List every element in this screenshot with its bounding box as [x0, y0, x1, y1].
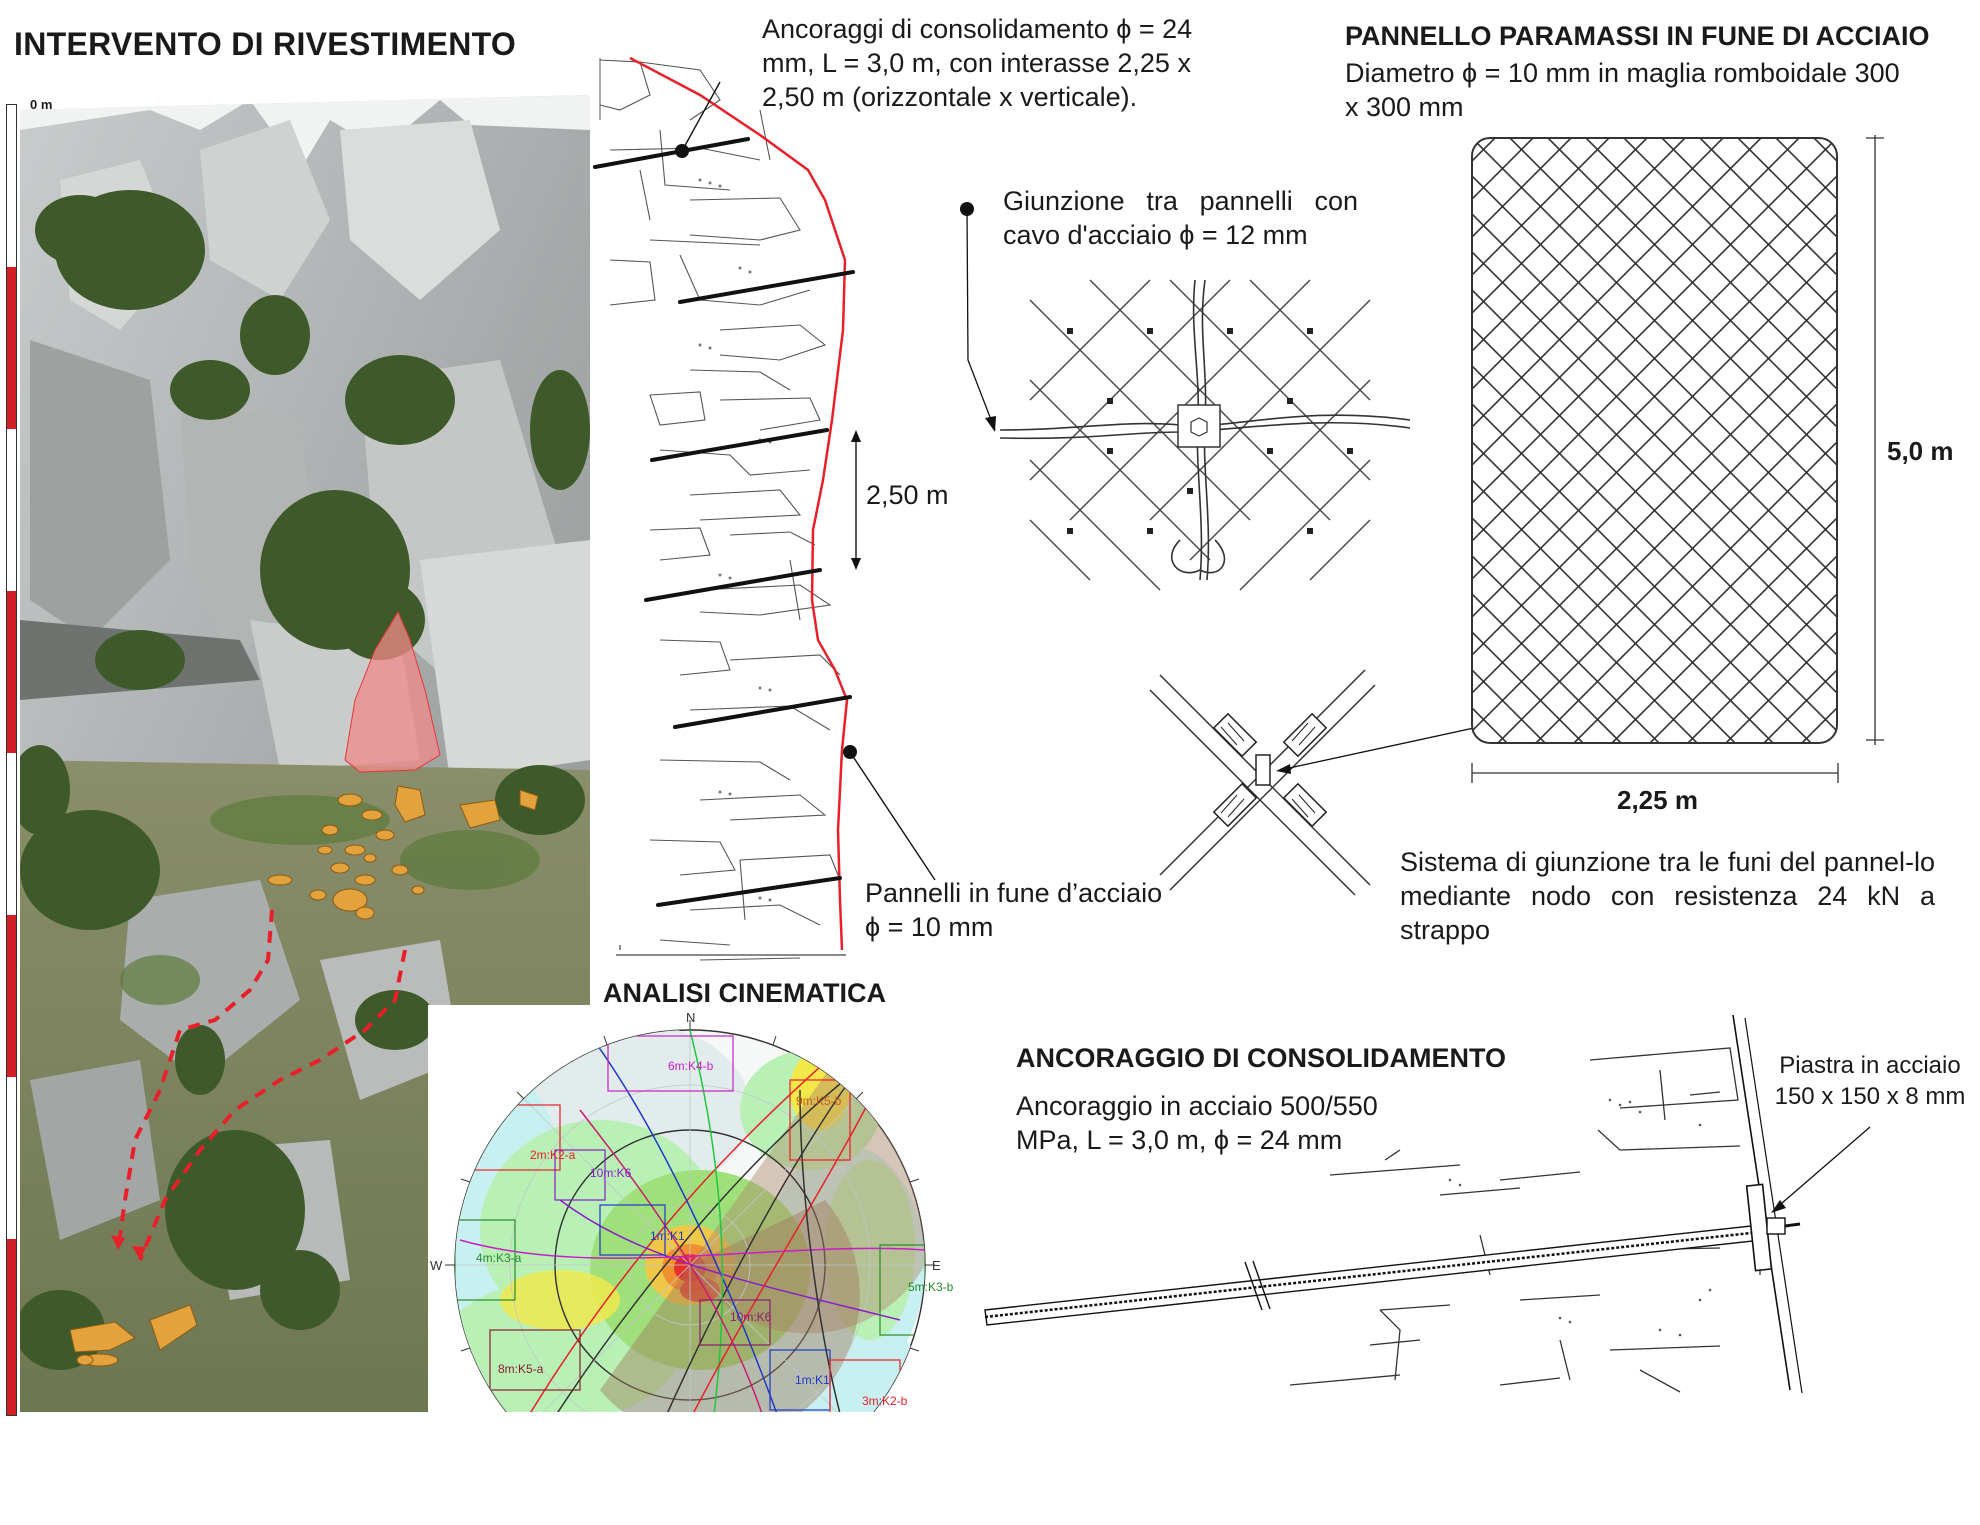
section-title-pannello: PANNELLO PARAMASSI IN FUNE DI ACCIAIO [1345, 21, 1930, 51]
compass-e: E [932, 1258, 941, 1273]
knot-description: Sistema di giunzione tra le funi del pan… [1400, 847, 1935, 945]
compass-n: N [686, 1010, 695, 1025]
panel-height-label: 5,0 m [1887, 436, 1954, 466]
panel-profile-line [629, 56, 849, 951]
fall-path-2 [138, 949, 407, 1261]
set-label: 3m:K2-b [862, 1394, 908, 1408]
set-label: 5m:K3-b [908, 1280, 954, 1294]
unstable-rock-highlight [344, 610, 441, 773]
anchors-callout-text: Ancoraggi di consolidamento ϕ = 24 mm, L… [762, 14, 1193, 112]
compass-w: W [430, 1258, 443, 1273]
set-label: 10m:K6 [590, 1166, 632, 1180]
scale-label-0m: 0 m [30, 97, 53, 112]
panel-width-label: 2,25 m [1617, 785, 1698, 815]
set-label: 6m:K4-b [668, 1059, 714, 1073]
plate-callout-text: Piastra in acciaio 150 x 150 x 8 mm [1774, 1052, 1966, 1110]
ancoraggio-desc: Ancoraggio in acciaio 500/550 MPa, L = 3… [1016, 1091, 1378, 1155]
anchor-bars [593, 137, 855, 907]
spacing-dimension-label: 2,50 m [866, 480, 949, 510]
set-label: 8m:K5-a [498, 1362, 544, 1376]
section-title-rivestimento: INTERVENTO DI RIVESTIMENTO [14, 26, 517, 62]
set-label: 1m:K1 [795, 1373, 830, 1387]
pannello-subtitle: Diametro ϕ = 10 mm in maglia romboidale … [1345, 58, 1900, 122]
set-label: 4m:K3-a [476, 1251, 522, 1265]
fallen-boulders [69, 785, 539, 1367]
set-label: 9m:K5-b [796, 1094, 842, 1108]
section-title-cinematica: ANALISI CINEMATICA [603, 978, 886, 1008]
set-label: 10m:K6 [730, 1310, 772, 1324]
junction-callout-text: Giunzione tra pannelli con cavo d'acciai… [1003, 186, 1358, 250]
scale-bar [6, 104, 17, 1416]
set-label: 1m:K1 [650, 1229, 685, 1243]
set-label: 2m:K2-a [530, 1148, 576, 1162]
section-title-ancoraggio: ANCORAGGIO DI CONSOLIDAMENTO [1016, 1043, 1507, 1073]
panels-callout-text: Pannelli in fune d’acciaio ϕ = 10 mm [865, 878, 1163, 942]
